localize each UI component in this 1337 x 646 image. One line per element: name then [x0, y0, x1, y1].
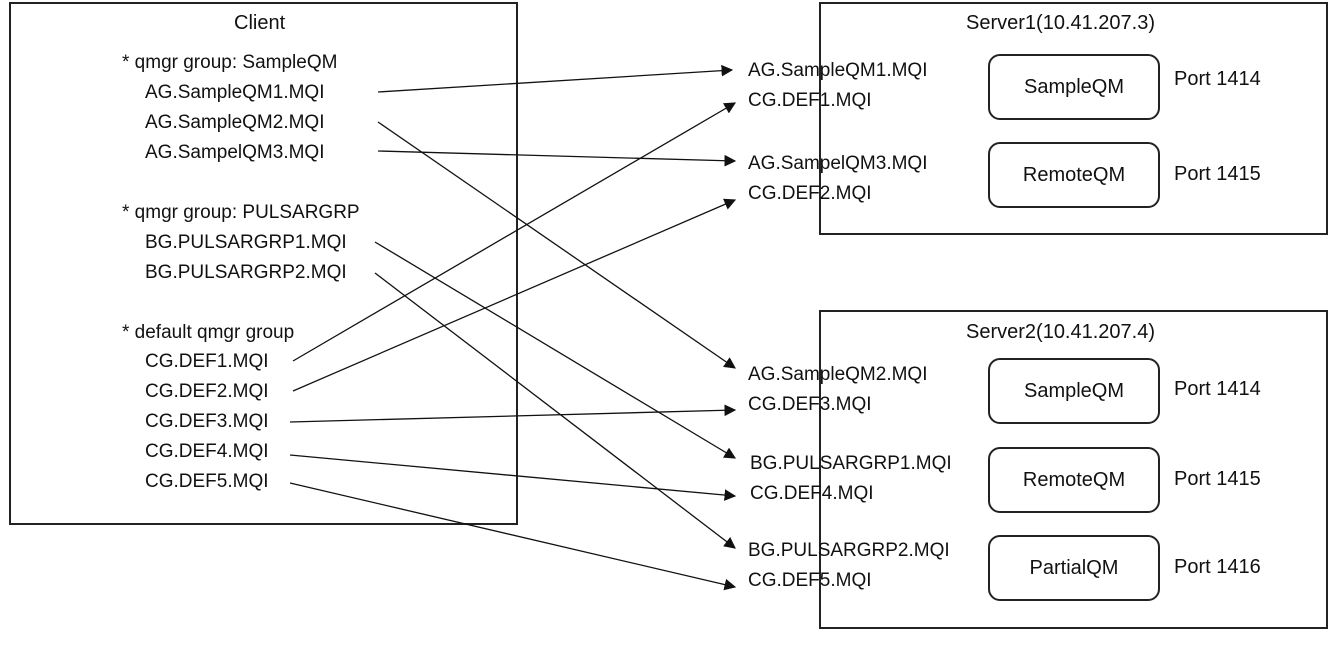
server-channel: CG.DEF3.MQI — [748, 394, 872, 415]
server-channel: AG.SampelQM3.MQI — [748, 153, 928, 174]
client-channel: CG.DEF2.MQI — [145, 381, 269, 402]
client-channel: CG.DEF5.MQI — [145, 471, 269, 492]
server2-qm-partialqm: PartialQM — [988, 535, 1160, 601]
server2-port-1415: Port 1415 — [1174, 468, 1261, 490]
server-channel: CG.DEF4.MQI — [750, 483, 874, 504]
client-channel: BG.PULSARGRP1.MQI — [145, 232, 347, 253]
server-channel: BG.PULSARGRP2.MQI — [748, 540, 950, 561]
group-header-default: * default qmgr group — [122, 322, 295, 343]
server2-port-1414: Port 1414 — [1174, 378, 1261, 400]
server1-title: Server1(10.41.207.3) — [966, 12, 1156, 34]
server1-box — [819, 2, 1328, 235]
server1-qm-sampleqm: SampleQM — [988, 54, 1160, 120]
client-channel: CG.DEF4.MQI — [145, 441, 269, 462]
client-channel: CG.DEF3.MQI — [145, 411, 269, 432]
server2-title: Server2(10.41.207.4) — [966, 321, 1156, 343]
server1-qm-remoteqm: RemoteQM — [988, 142, 1160, 208]
server-channel: AG.SampleQM1.MQI — [748, 60, 928, 81]
server1-port-1415: Port 1415 — [1174, 163, 1261, 185]
server-channel: CG.DEF2.MQI — [748, 183, 872, 204]
server-channel: BG.PULSARGRP1.MQI — [750, 453, 952, 474]
server2-qm-sampleqm: SampleQM — [988, 358, 1160, 424]
group-header-pulsargrp: * qmgr group: PULSARGRP — [122, 202, 360, 223]
client-channel: CG.DEF1.MQI — [145, 351, 269, 372]
client-channel: AG.SampleQM1.MQI — [145, 82, 325, 103]
server2-box — [819, 310, 1328, 629]
server-channel: CG.DEF1.MQI — [748, 90, 872, 111]
server2-port-1416: Port 1416 — [1174, 556, 1261, 578]
server2-qm-remoteqm: RemoteQM — [988, 447, 1160, 513]
server-channel: AG.SampleQM2.MQI — [748, 364, 928, 385]
client-channel: AG.SampleQM2.MQI — [145, 112, 325, 133]
client-channel: AG.SampelQM3.MQI — [145, 142, 325, 163]
server1-port-1414: Port 1414 — [1174, 68, 1261, 90]
client-title: Client — [234, 12, 286, 34]
client-channel: BG.PULSARGRP2.MQI — [145, 262, 347, 283]
group-header-sampleqm: * qmgr group: SampleQM — [122, 52, 338, 73]
server-channel: CG.DEF5.MQI — [748, 570, 872, 591]
